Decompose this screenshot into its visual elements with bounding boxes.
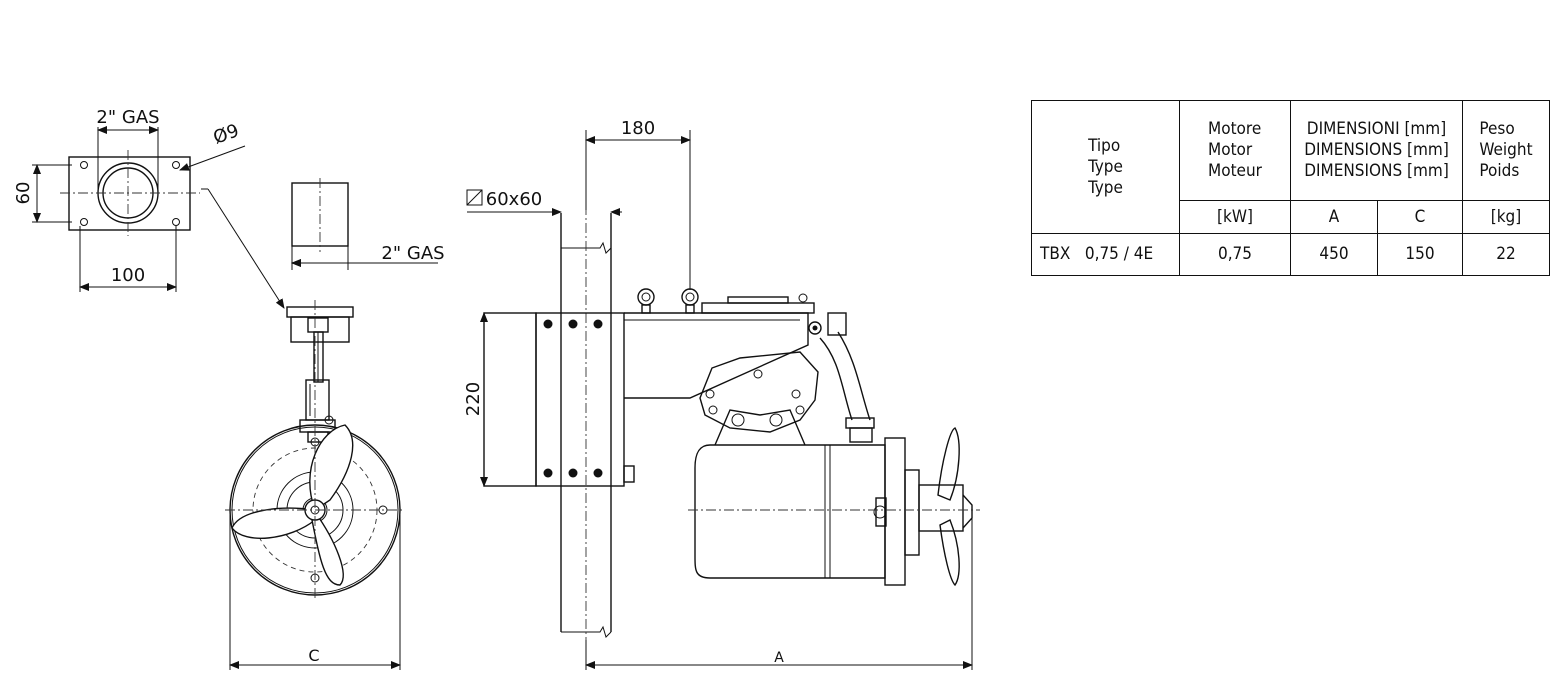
header-motor-line: Motor — [1208, 140, 1253, 160]
flange-top-view — [32, 126, 285, 309]
label-dim-100: 100 — [111, 265, 145, 286]
cell-motor: 0,75 — [1179, 233, 1291, 276]
header-motor-line: Moteur — [1208, 161, 1262, 181]
header-dimensions-line: DIMENSIONS [mm] — [1304, 161, 1449, 181]
header-tipo: Tipo Type Type — [1031, 100, 1180, 234]
header-tipo-line: Type — [1088, 177, 1123, 198]
header-dimensions: DIMENSIONI [mm] DIMENSIONS [mm] DIMENSIO… — [1290, 100, 1463, 201]
header-tipo-line: Type — [1088, 156, 1123, 177]
table-row: TBX 0,75 / 4E 0,75 450 150 22 — [1031, 233, 1550, 276]
label-gas-pipe: 2" GAS — [381, 243, 444, 264]
header-tipo-line: Tipo — [1088, 135, 1121, 156]
header-weight-line: Poids — [1479, 161, 1520, 181]
label-square: 60x60 — [486, 189, 542, 210]
spec-table: Tipo Type Type Motore Motor Moteur DIMEN… — [1031, 100, 1550, 276]
label-dim-220: 220 — [463, 382, 484, 416]
pipe-detail — [291, 178, 438, 270]
label-diameter: Ø9 — [211, 120, 242, 148]
label-dim-a: A — [774, 650, 784, 666]
unit-a: A — [1290, 200, 1378, 234]
header-weight-line: Weight — [1479, 140, 1533, 160]
header-dimensions-line: DIMENSIONI [mm] — [1306, 119, 1447, 139]
header-dimensions-line: DIMENSIONS [mm] — [1304, 140, 1449, 160]
header-weight-line: Peso — [1479, 119, 1515, 139]
label-dim-60: 60 — [13, 182, 34, 205]
unit-motor: [kW] — [1179, 200, 1291, 234]
label-gas-top: 2" GAS — [96, 107, 159, 128]
cell-a: 450 — [1290, 233, 1378, 276]
mixer-side-view — [466, 130, 980, 670]
label-dim-180: 180 — [621, 118, 655, 139]
unit-weight: [kg] — [1462, 200, 1550, 234]
mixer-front-view — [225, 300, 405, 670]
label-dim-c: C — [308, 646, 319, 665]
header-weight: Peso Weight Poids — [1462, 100, 1550, 201]
unit-c: C — [1377, 200, 1463, 234]
header-motor: Motore Motor Moteur — [1179, 100, 1291, 201]
cell-c: 150 — [1377, 233, 1463, 276]
header-motor-line: Motore — [1208, 119, 1262, 139]
cell-weight: 22 — [1462, 233, 1550, 276]
cell-type: TBX 0,75 / 4E — [1031, 233, 1180, 276]
